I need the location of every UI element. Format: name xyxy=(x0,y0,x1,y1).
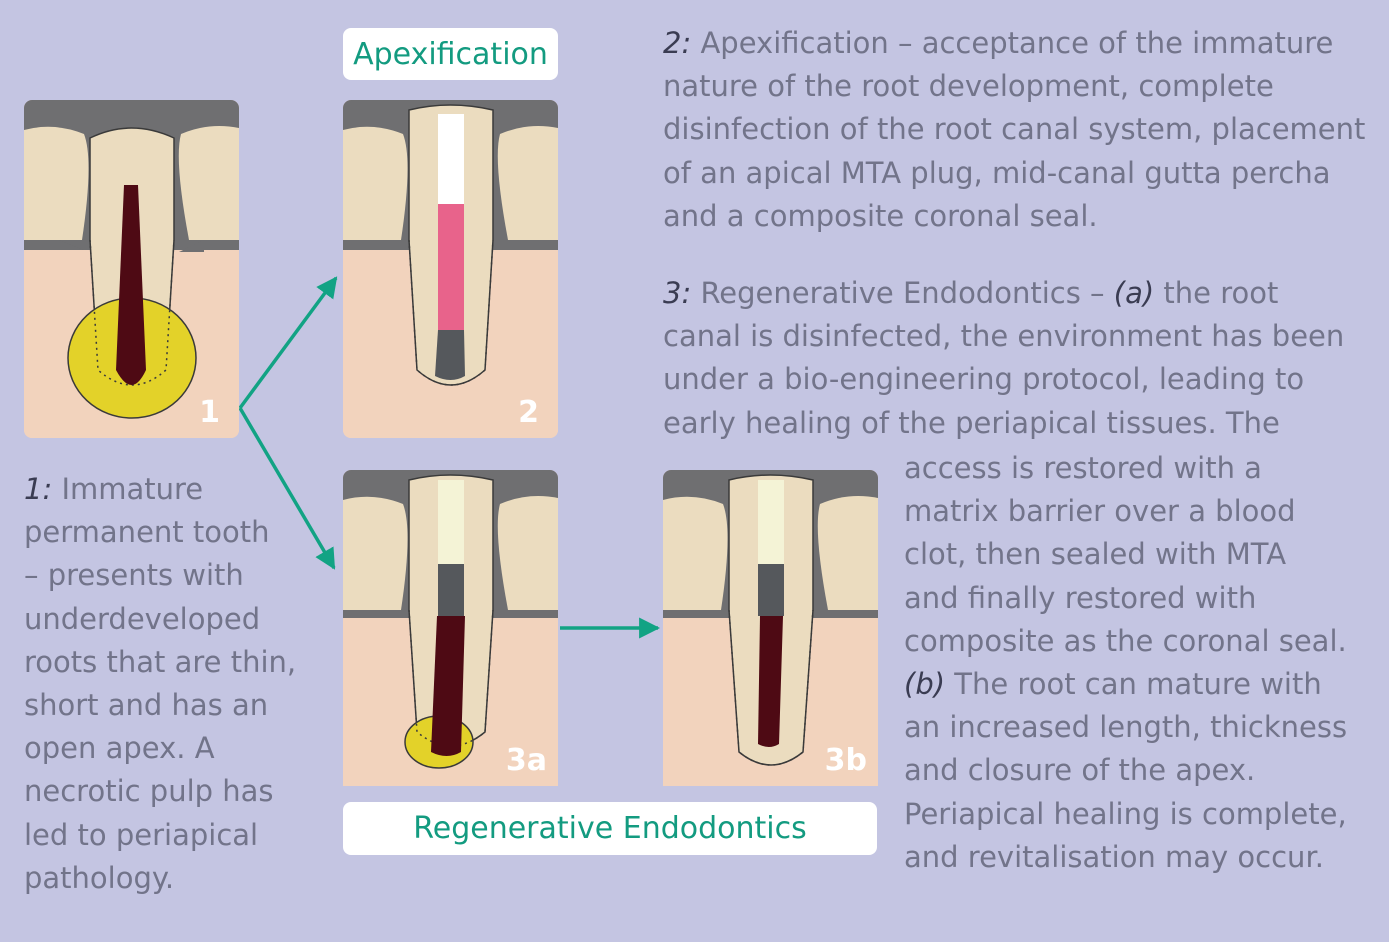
composite-seal xyxy=(438,114,464,204)
description-2: 2: Apexification – acceptance of the imm… xyxy=(663,26,1366,233)
necrotic-pulp xyxy=(116,185,146,385)
description-1: 1: Immature permanent tooth – presents w… xyxy=(24,472,297,895)
composite-seal xyxy=(758,480,784,564)
lead-1: 1: xyxy=(24,472,53,506)
apexification-label: Apexification xyxy=(343,28,558,80)
arrow-to-apexification xyxy=(238,276,338,410)
arrow-to-regenerative xyxy=(238,407,336,570)
panel-number-3b: 3b xyxy=(825,743,867,778)
vital-pulp xyxy=(758,616,783,747)
mta-seal xyxy=(758,564,784,616)
tooth-panel-3a: 3a xyxy=(343,470,558,808)
description-3-lower: access is restored with a matrix barrier… xyxy=(904,451,1348,874)
mta-plug xyxy=(435,330,465,380)
tooth-panel-3b: 3b xyxy=(663,470,878,808)
composite-seal xyxy=(438,480,464,564)
tooth-panel-1: 1 xyxy=(24,100,239,438)
panel-number-1: 1 xyxy=(199,395,220,430)
panel-number-2: 2 xyxy=(518,395,539,430)
mta-seal xyxy=(438,564,464,616)
blood-clot xyxy=(431,616,465,756)
lead-3: 3: xyxy=(663,276,692,310)
lead-3b: (b) xyxy=(904,667,946,702)
gutta-percha xyxy=(438,204,464,330)
tooth-panel-2: 2 xyxy=(343,100,558,438)
lead-2: 2: xyxy=(663,26,692,60)
description-3-upper: 3: Regenerative Endodontics – (a) the ro… xyxy=(663,276,1345,440)
regenerative-endodontics-label: Regenerative Endodontics xyxy=(343,802,877,855)
panel-number-3a: 3a xyxy=(506,743,547,778)
